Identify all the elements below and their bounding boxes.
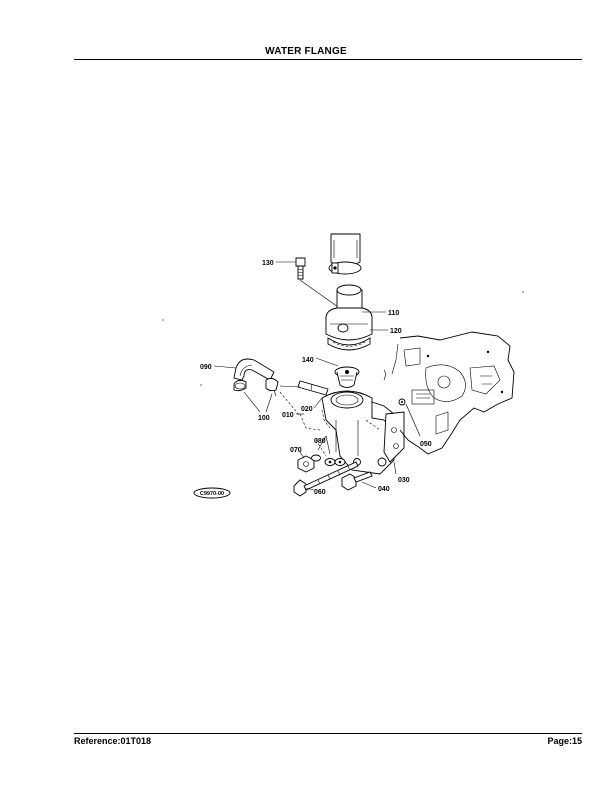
hose-clips-100	[233, 377, 301, 397]
thermostat-cover-110	[325, 284, 373, 341]
label-010: 010	[282, 412, 294, 419]
engine-block	[383, 331, 515, 455]
label-070: 070	[290, 447, 302, 454]
label-110: 110	[388, 310, 399, 317]
bypass-pipe	[297, 380, 329, 396]
hose-clamp	[328, 261, 362, 275]
thermostat-140	[334, 366, 360, 388]
scan-dots	[162, 291, 524, 386]
page-title: WATER FLANGE	[265, 46, 347, 57]
upper-hose	[330, 233, 361, 267]
assembly-lines	[279, 391, 381, 457]
label-020: 020	[301, 406, 313, 413]
header-rule	[74, 59, 582, 60]
label-130: 130	[262, 260, 274, 267]
page-number: Page:15	[547, 736, 582, 746]
stamp-code: C9970-00	[200, 491, 224, 497]
part-number-labels: 130 110 120 140 090 100 010 020 050 080 …	[200, 260, 432, 496]
label-120: 120	[390, 328, 402, 335]
bolt-040	[341, 471, 373, 491]
label-030: 030	[398, 477, 410, 484]
gasket-120	[327, 337, 371, 351]
label-060: 060	[314, 489, 326, 496]
bolt-130	[295, 257, 339, 308]
hose-090	[233, 358, 275, 381]
nut-070	[297, 455, 315, 473]
leader-lines	[213, 261, 397, 491]
reference-label: Reference:01T018	[74, 736, 152, 746]
label-100: 100	[258, 415, 270, 422]
label-080: 080	[314, 438, 326, 445]
illustration-stamp: C9970-00	[193, 487, 231, 499]
gasket-030	[383, 411, 405, 463]
label-090: 090	[200, 364, 212, 371]
water-flange-010	[321, 390, 397, 475]
label-040: 040	[378, 486, 390, 493]
footer-rule	[74, 733, 582, 734]
washers-080	[311, 454, 346, 466]
stud-bolt-060	[293, 461, 359, 497]
label-050: 050	[420, 441, 432, 448]
plug-050	[398, 398, 421, 437]
label-140: 140	[302, 357, 314, 364]
